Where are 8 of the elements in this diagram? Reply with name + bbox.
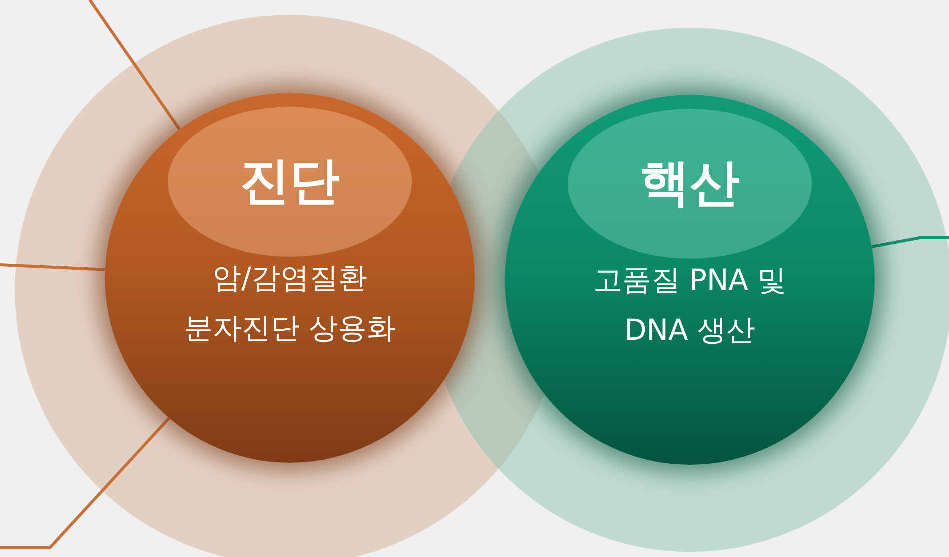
connector-line (0, 417, 170, 550)
circle-text: 암/감염질환 분자진단 상용화 (182, 260, 398, 347)
circle-title: 핵산 (640, 153, 740, 213)
circle-title: 진단 (240, 151, 340, 211)
connector-line (88, 0, 181, 130)
circle-text: 고품질 PNA 및 DNA 생산 (592, 262, 788, 349)
connector-line (872, 236, 949, 248)
connector-line (0, 264, 106, 272)
